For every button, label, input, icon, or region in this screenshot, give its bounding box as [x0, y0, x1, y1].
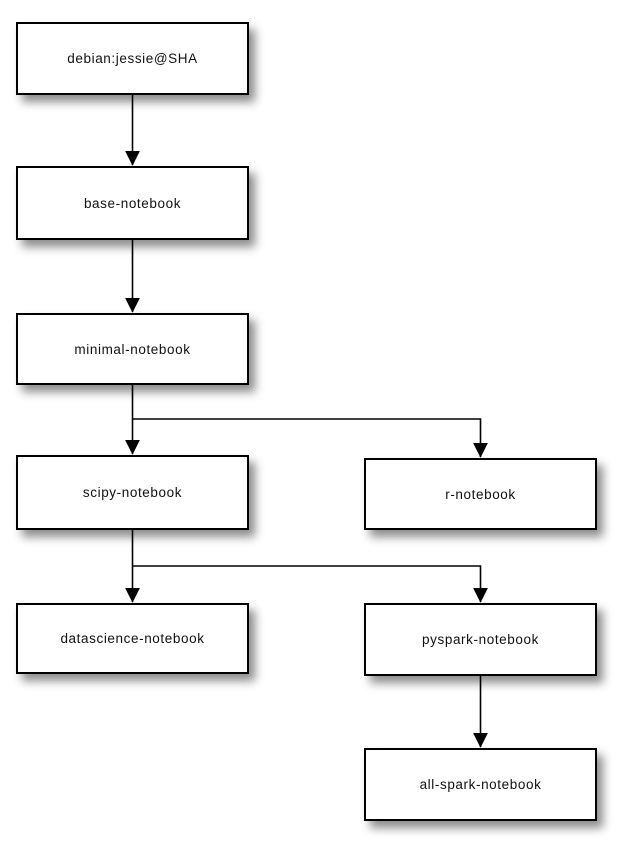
edge-scipy-to-pyspark: [132, 565, 488, 603]
edge-minimal-to-r: [132, 418, 488, 458]
node-minimal-notebook: minimal-notebook: [16, 313, 249, 385]
node-base-notebook: base-notebook: [16, 166, 249, 240]
node-label: debian:jessie@SHA: [67, 51, 198, 66]
node-label: all-spark-notebook: [419, 777, 542, 792]
node-label: base-notebook: [83, 195, 182, 211]
node-label: scipy-notebook: [82, 485, 183, 500]
node-debian-jessie: debian:jessie@SHA: [16, 22, 249, 95]
node-label: minimal-notebook: [74, 341, 191, 357]
node-scipy-notebook: scipy-notebook: [16, 455, 249, 530]
node-label: pyspark-notebook: [422, 632, 539, 647]
node-pyspark-notebook: pyspark-notebook: [364, 603, 597, 676]
node-label: r-notebook: [445, 486, 516, 502]
node-datascience-notebook: datascience-notebook: [16, 603, 249, 674]
node-r-notebook: r-notebook: [364, 458, 597, 530]
node-all-spark-notebook: all-spark-notebook: [364, 748, 597, 821]
node-label: datascience-notebook: [60, 631, 205, 646]
